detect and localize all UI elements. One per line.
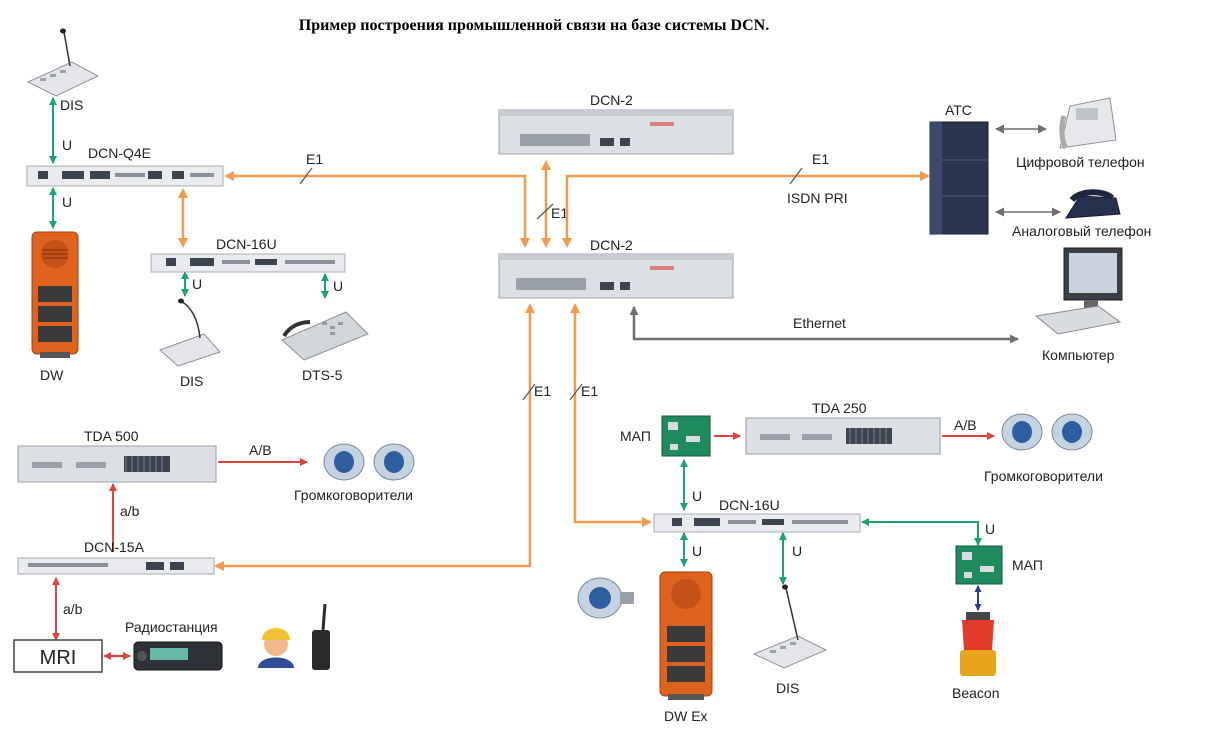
ethernet-link (629, 306, 1019, 344)
label-dw-ex: DW Ex (664, 708, 708, 724)
tda250-unit (745, 417, 941, 455)
e1-label-15a: E1 (534, 383, 551, 399)
dcn-q4e-unit (26, 165, 224, 187)
ab-label-mri: a/b (63, 601, 83, 617)
label-analog-phone: Аналоговый телефон (1012, 223, 1151, 239)
label-beacon: Beacon (952, 685, 999, 701)
analog-phone (1065, 189, 1121, 219)
radio-station (133, 641, 223, 671)
mri-box (13, 639, 103, 673)
connections: E1 E1 E1 ISDN PRI E1 E1 Ethernet U U U (49, 97, 1061, 660)
worker-icon (258, 628, 294, 668)
label-dis-bottom: DIS (776, 680, 799, 696)
ab-label-speakers-left: A/B (249, 442, 272, 458)
label-loudspeakers-right: Громкоговорители (984, 468, 1103, 484)
label-dcn-16u-bottom: DCN-16U (719, 497, 780, 513)
label-map-right: МАП (1012, 557, 1043, 573)
map-module-top (661, 415, 711, 457)
dis-console-bottom (752, 584, 828, 669)
ethernet-label: Ethernet (793, 315, 846, 331)
label-dis-left: DIS (180, 373, 203, 389)
label-dcn-16u-left: DCN-16U (216, 236, 277, 252)
isdn-label: ISDN PRI (787, 190, 848, 206)
label-atc: АТС (945, 102, 972, 118)
loudspeakers-left (323, 443, 415, 481)
label-tda250: TDA 250 (812, 400, 867, 416)
dts5-phone (281, 311, 369, 361)
u-label-map: U (692, 488, 702, 504)
u-label-dw: U (62, 194, 72, 210)
label-dts5: DTS-5 (302, 367, 343, 383)
label-tda500: TDA 500 (84, 428, 139, 444)
label-dcn2-main: DCN-2 (590, 237, 633, 253)
u-label-dis-left: U (192, 276, 202, 292)
u-label-dts5: U (333, 278, 343, 294)
dis-console-left (159, 298, 221, 367)
dcn-15a-unit (17, 557, 215, 575)
loudspeakers-right (1001, 413, 1093, 451)
label-dcn-q4e: DCN-Q4E (88, 145, 151, 161)
label-dw: DW (40, 367, 64, 383)
e1-label-isdn: E1 (812, 151, 829, 167)
dcn2-top-unit (498, 109, 734, 155)
dw-station (31, 231, 79, 358)
dcn-16u-bottom-unit (653, 513, 861, 533)
label-digital-phone: Цифровой телефон (1016, 154, 1145, 170)
e1-link-q4e (224, 171, 530, 248)
e1-label-dcn2: E1 (551, 205, 568, 221)
ab-label-tda: a/b (120, 503, 140, 519)
u-label-dis-bottom: U (792, 543, 802, 559)
dw-ex-station (659, 571, 713, 700)
dcn-16u-left-unit (150, 253, 346, 273)
ab-label-speakers-right: A/B (954, 417, 977, 433)
u-label-dis-top: U (62, 137, 72, 153)
horn-speaker (577, 577, 634, 619)
dcn2-main-unit (498, 253, 734, 299)
label-dis-top: DIS (60, 97, 83, 113)
beacon-light (960, 612, 996, 676)
isdn-link (562, 171, 930, 248)
e1-label-q4e: E1 (306, 151, 323, 167)
atc-exchange (929, 121, 989, 235)
label-map-top: МАП (620, 428, 651, 444)
label-mri: MRI (40, 647, 77, 669)
map-module-right (955, 545, 1003, 585)
e1-link-15a (214, 303, 535, 571)
e1-label-16u-bottom: E1 (581, 383, 598, 399)
label-radio: Радиостанция (125, 619, 218, 635)
dis-console-top (26, 28, 100, 97)
digital-phone (1059, 97, 1117, 150)
computer (1034, 247, 1123, 335)
e1-link-16u-bottom (570, 303, 652, 527)
u-label-dwex: U (692, 543, 702, 559)
tda500-unit (17, 445, 217, 483)
label-dcn-15a: DCN-15A (84, 539, 145, 555)
label-loudspeakers-left: Громкоговорители (294, 487, 413, 503)
u-label-map-right: U (985, 521, 995, 537)
handheld-radio-icon (312, 603, 330, 670)
label-dcn2-top: DCN-2 (590, 92, 633, 108)
label-computer: Компьютер (1042, 347, 1115, 363)
diagram-title: Пример построения промышленной связи на … (299, 17, 769, 34)
